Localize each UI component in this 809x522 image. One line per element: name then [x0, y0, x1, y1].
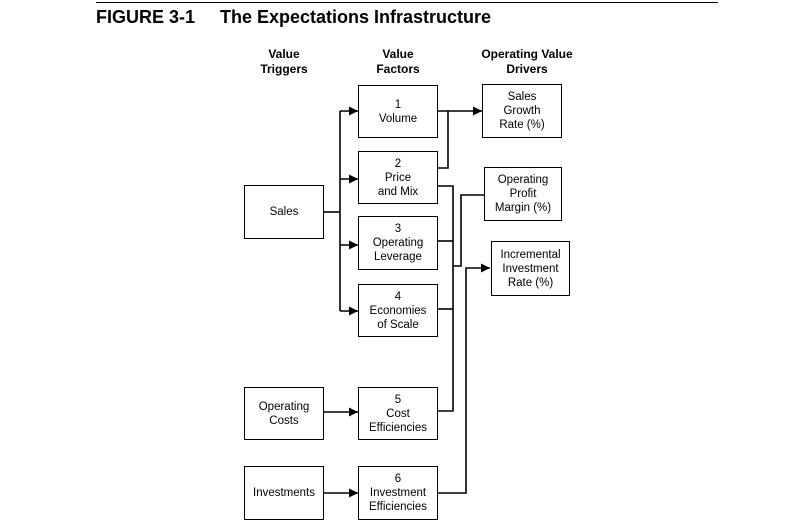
factor-volume-number: 1 — [394, 98, 402, 111]
driver-operating-profit-margin: Operating Profit Margin (%) — [484, 167, 562, 221]
factor-investment-efficiencies: 6 Investment Efficiencies — [358, 466, 438, 520]
factor-operating-leverage: 3 Operating Leverage — [358, 216, 438, 270]
connector-margin-vertical — [453, 190, 494, 267]
factor-price-and-mix-label: Price and Mix — [377, 171, 419, 198]
factor-cost-efficiencies: 5 Cost Efficiencies — [358, 387, 438, 440]
trigger-operating-costs-label: Operating Costs — [258, 400, 310, 427]
column-header-drivers: Operating Value Drivers — [481, 47, 573, 76]
factor-economies-of-scale-label: Economies of Scale — [369, 304, 427, 331]
trigger-sales: Sales — [244, 185, 324, 239]
driver-incremental-investment-rate-label: Incremental Investment Rate (%) — [500, 248, 561, 289]
driver-operating-profit-margin-label: Operating Profit Margin (%) — [494, 174, 552, 214]
factor-volume-label: Volume — [378, 112, 418, 125]
trigger-sales-label: Sales — [269, 206, 299, 218]
figure-title: FIGURE 3-1 The Expectations Infrastructur… — [96, 7, 491, 28]
column-header-triggers: Value Triggers — [260, 47, 308, 76]
factor-operating-leverage-number: 3 — [394, 223, 402, 235]
factor-investment-efficiencies-number: 6 — [394, 473, 402, 485]
factor-investment-efficiencies-label: Investment Efficiencies — [369, 487, 427, 513]
connector-investment-efficiencies-to-rate — [438, 263, 490, 494]
figure-number: FIGURE 3-1 — [96, 7, 196, 27]
factor-economies-of-scale: 4 Economies of Scale — [358, 284, 438, 337]
trigger-operating-costs: Operating Costs — [244, 387, 324, 440]
factor-cost-efficiencies-label: Cost Efficiencies — [369, 407, 427, 434]
driver-incremental-investment-rate: Incremental Investment Rate (%) — [491, 241, 570, 296]
factor-volume: 1 Volume — [358, 85, 438, 138]
connector-price-mix-join — [438, 111, 449, 169]
top-rule — [96, 2, 718, 3]
factor-economies-of-scale-number: 4 — [394, 290, 402, 303]
factor-price-and-mix: 2 Price and Mix — [358, 151, 438, 204]
factor-cost-efficiencies-number: 5 — [394, 393, 402, 406]
driver-sales-growth-rate-label: Sales Growth Rate (%) — [499, 91, 545, 131]
factor-operating-leverage-label: Operating Leverage — [372, 237, 424, 263]
trigger-investments: Investments — [244, 466, 324, 520]
column-header-factors: Value Factors — [376, 47, 420, 76]
connector-price-mix-to-margin — [438, 185, 454, 412]
figure-title-text: The Expectations Infrastructure — [220, 7, 492, 27]
factor-price-and-mix-number: 2 — [394, 157, 402, 170]
trigger-investments-label: Investments — [253, 487, 315, 499]
driver-sales-growth-rate: Sales Growth Rate (%) — [482, 84, 562, 138]
